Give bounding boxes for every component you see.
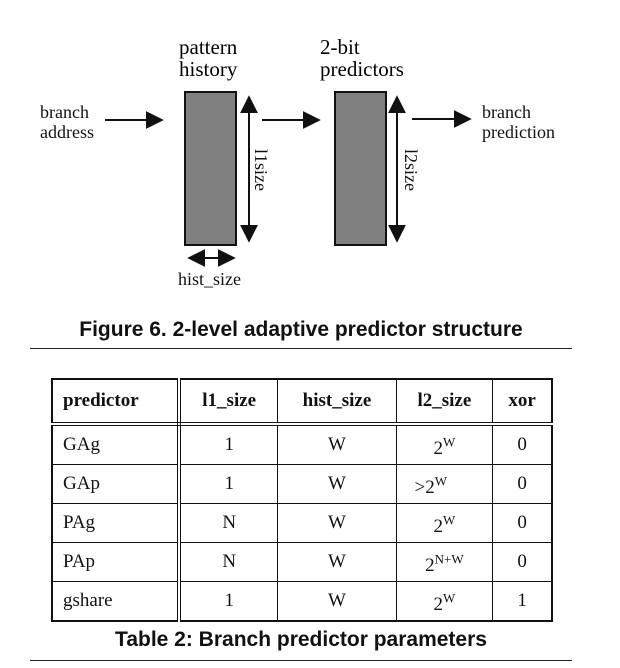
cell-hist-size: W	[277, 542, 397, 582]
cell-xor: 1	[492, 581, 553, 622]
table-header-row: predictor l1_size hist_size l2_size xor	[51, 378, 553, 426]
table-row: PAp N W 2N+W 0	[51, 542, 553, 582]
cell-hist-size: W	[277, 581, 397, 622]
cell-hist-size: W	[277, 503, 397, 543]
header-l1-size: l1_size	[178, 378, 279, 426]
cell-xor: 0	[492, 464, 553, 504]
cell-l1-size: N	[178, 503, 279, 543]
branch-address-label-line1: branch	[40, 102, 89, 122]
header-xor: xor	[492, 378, 553, 426]
l2-exponent: W	[442, 590, 456, 606]
table-caption: Table 2: Branch predictor parameters	[115, 628, 487, 651]
branch-prediction-label-line2: prediction	[482, 122, 555, 142]
pattern-history-label-line1: pattern	[179, 35, 238, 59]
l2-base: 2	[433, 516, 443, 537]
cell-xor: 0	[492, 503, 553, 543]
l2-exponent: W	[442, 434, 456, 450]
table-row: PAg N W 2W 0	[51, 503, 553, 543]
l2-exponent: W	[434, 473, 447, 489]
branch-prediction-label-line1: branch	[482, 102, 531, 122]
figure-caption: Figure 6. 2-level adaptive predictor str…	[79, 318, 523, 341]
cell-l2-size: 2W	[395, 423, 494, 465]
cell-hist-size: W	[277, 464, 397, 504]
predictors-block	[334, 91, 387, 246]
l2-base: 2	[433, 438, 443, 459]
l2-base: 2	[425, 555, 435, 576]
cell-predictor: gshare	[51, 581, 181, 622]
header-l2-size: l2_size	[395, 378, 494, 426]
predictor-structure-diagram: pattern history 2-bit predictors branch …	[40, 35, 555, 289]
cell-l1-size: N	[178, 542, 279, 582]
table-row: GAp 1 W >2W 0	[51, 464, 553, 504]
hist-size-label: hist_size	[178, 269, 241, 289]
table-row: GAg 1 W 2W 0	[51, 423, 553, 465]
cell-predictor: PAg	[51, 503, 181, 543]
l2-base: 2	[433, 594, 443, 615]
predictors-label-line2: predictors	[320, 57, 404, 81]
cell-l1-size: 1	[178, 581, 279, 622]
l2size-label: l2size	[401, 149, 421, 191]
predictor-parameters-table: predictor l1_size hist_size l2_size xor …	[51, 378, 553, 622]
l2-prefix: >	[414, 477, 426, 498]
cell-predictor: GAp	[51, 464, 181, 504]
table-caption-rule	[30, 660, 572, 661]
cell-predictor: GAg	[51, 423, 181, 465]
cell-l2-size: 2W	[395, 503, 494, 543]
cell-l1-size: 1	[178, 464, 279, 504]
cell-l2-size: 2W	[395, 581, 494, 622]
pattern-history-block	[184, 91, 237, 246]
cell-l2-size: >2W	[395, 464, 494, 504]
pattern-history-label-line2: history	[179, 57, 238, 81]
cell-hist-size: W	[277, 423, 397, 465]
l2-base: 2	[425, 477, 435, 498]
predictors-label-line1: 2-bit	[320, 35, 360, 59]
table-row: gshare 1 W 2W 1	[51, 581, 553, 622]
l2-exponent: W	[442, 512, 456, 528]
cell-l2-size: 2N+W	[395, 542, 494, 582]
header-predictor: predictor	[51, 378, 181, 426]
figure-caption-rule	[30, 348, 572, 349]
cell-predictor: PAp	[51, 542, 181, 582]
l1size-label: l1size	[251, 149, 271, 191]
branch-address-label-line2: address	[40, 122, 94, 142]
header-hist-size: hist_size	[277, 378, 397, 426]
cell-xor: 0	[492, 542, 553, 582]
l2-exponent: N+W	[434, 551, 464, 567]
cell-xor: 0	[492, 423, 553, 465]
cell-l1-size: 1	[178, 423, 279, 465]
